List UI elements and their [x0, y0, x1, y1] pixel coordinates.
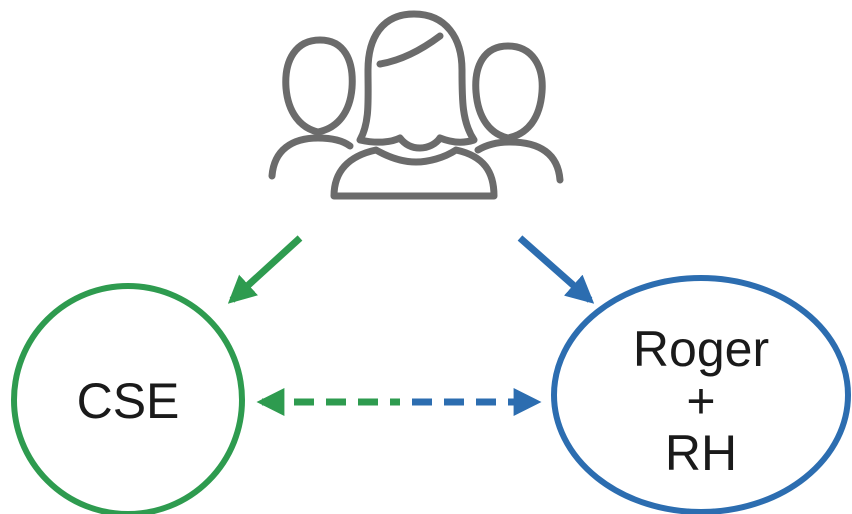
person-left-icon [268, 36, 356, 180]
roger-rh-label-line2: + [686, 373, 715, 429]
cse-label: CSE [77, 373, 180, 429]
roger-rh-label-line1: Roger [633, 321, 769, 377]
people-group-icon [268, 10, 564, 200]
cse-node: CSE [11, 283, 245, 514]
roger-rh-label-line3: RH [665, 425, 737, 481]
cse-circle [11, 283, 245, 514]
person-center-icon [330, 10, 498, 200]
person-right-icon [472, 42, 564, 184]
arrow-people-to-cse [227, 235, 303, 304]
arrow-people-to-roger-rh [517, 235, 595, 304]
roger-rh-node: Roger + RH [551, 275, 851, 514]
roger-rh-ellipse [551, 275, 851, 514]
